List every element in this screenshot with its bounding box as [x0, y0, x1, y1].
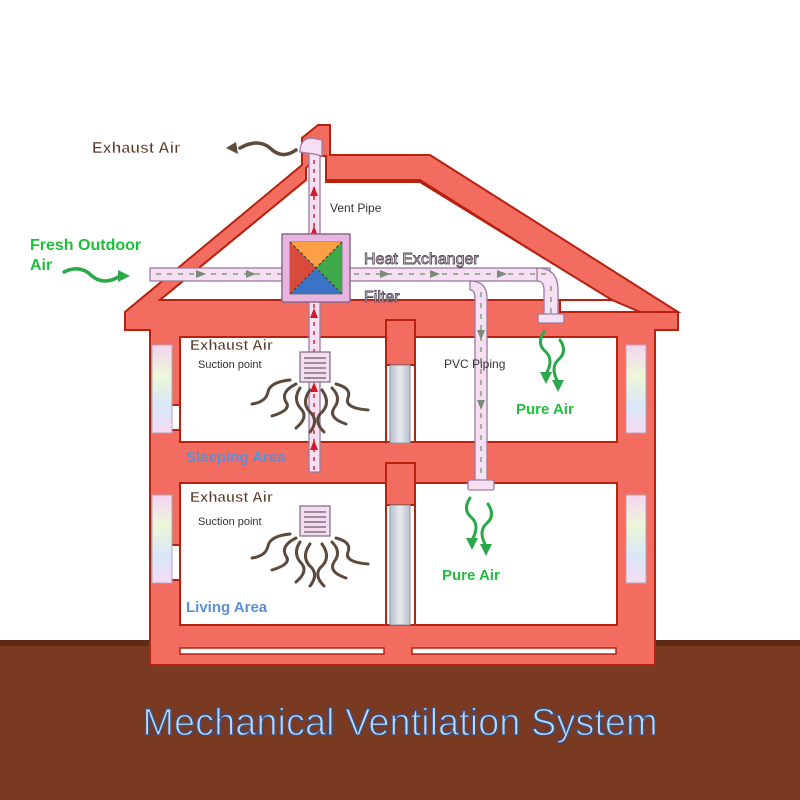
suction-arrows-upper — [250, 378, 370, 434]
fresh-flow-arrows — [196, 270, 507, 410]
label-exhaust-air-lower: Exhaust Air — [190, 489, 273, 506]
label-heat-exchanger: Heat Exchanger — [364, 251, 479, 268]
suction-grille-icon — [299, 351, 331, 383]
ground — [0, 640, 800, 800]
window-left-upper — [151, 344, 173, 434]
label-filter: Filter — [364, 289, 400, 306]
label-pure-air-upper: Pure Air — [516, 401, 574, 418]
window-right-upper — [625, 344, 647, 434]
heat-exchanger-icon — [281, 233, 351, 303]
label-suction-point-upper: Suction point — [198, 359, 262, 371]
pure-air-arrowheads-lower — [466, 538, 492, 556]
suction-grille-icon — [299, 505, 331, 537]
label-living-area: Living Area — [186, 599, 268, 616]
interior-wall-upper — [385, 319, 416, 366]
foundation-right — [411, 647, 617, 655]
label-suction-point-lower: Suction point — [198, 516, 262, 528]
label-vent-pipe: Vent Pipe — [330, 201, 382, 215]
label-pvc-piping: PVC Piping — [444, 357, 505, 371]
label-exhaust-air-top: Exhaust Air — [92, 140, 180, 157]
exhaust-flow-arrows — [310, 186, 318, 450]
page-title: Mechanical Ventilation System — [142, 702, 657, 744]
room-living-right — [414, 482, 618, 626]
window-left-lower — [151, 494, 173, 584]
interior-wall-lower — [385, 462, 416, 506]
label-fresh-outdoor-air-1: Fresh Outdoor — [30, 237, 141, 254]
fresh-air-arrow-icon — [62, 267, 130, 283]
lower-outlet-collar — [467, 479, 495, 491]
exhaust-arrow-icon — [226, 141, 298, 157]
room-living-left — [179, 482, 387, 626]
pure-air-arrow-icon — [465, 496, 493, 548]
label-pure-air-lower: Pure Air — [442, 567, 500, 584]
window-right-lower — [625, 494, 647, 584]
foundation-left — [179, 647, 385, 655]
attic-space — [157, 155, 616, 301]
suction-arrows-lower — [250, 532, 370, 588]
upper-outlet-collar — [537, 313, 565, 324]
room-sleeping-left — [179, 336, 387, 443]
glass-partition-upper — [389, 364, 411, 444]
pure-air-arrow-icon — [539, 330, 565, 384]
glass-partition-lower — [389, 504, 411, 626]
label-fresh-outdoor-air-2: Air — [30, 257, 52, 274]
label-sleeping-area: Sleeping Area — [186, 449, 286, 466]
room-sleeping-right — [414, 336, 618, 443]
pure-air-arrowheads-upper — [540, 372, 564, 392]
label-exhaust-air-upper: Exhaust Air — [190, 337, 273, 354]
vent-pipe-elbow — [299, 137, 323, 157]
